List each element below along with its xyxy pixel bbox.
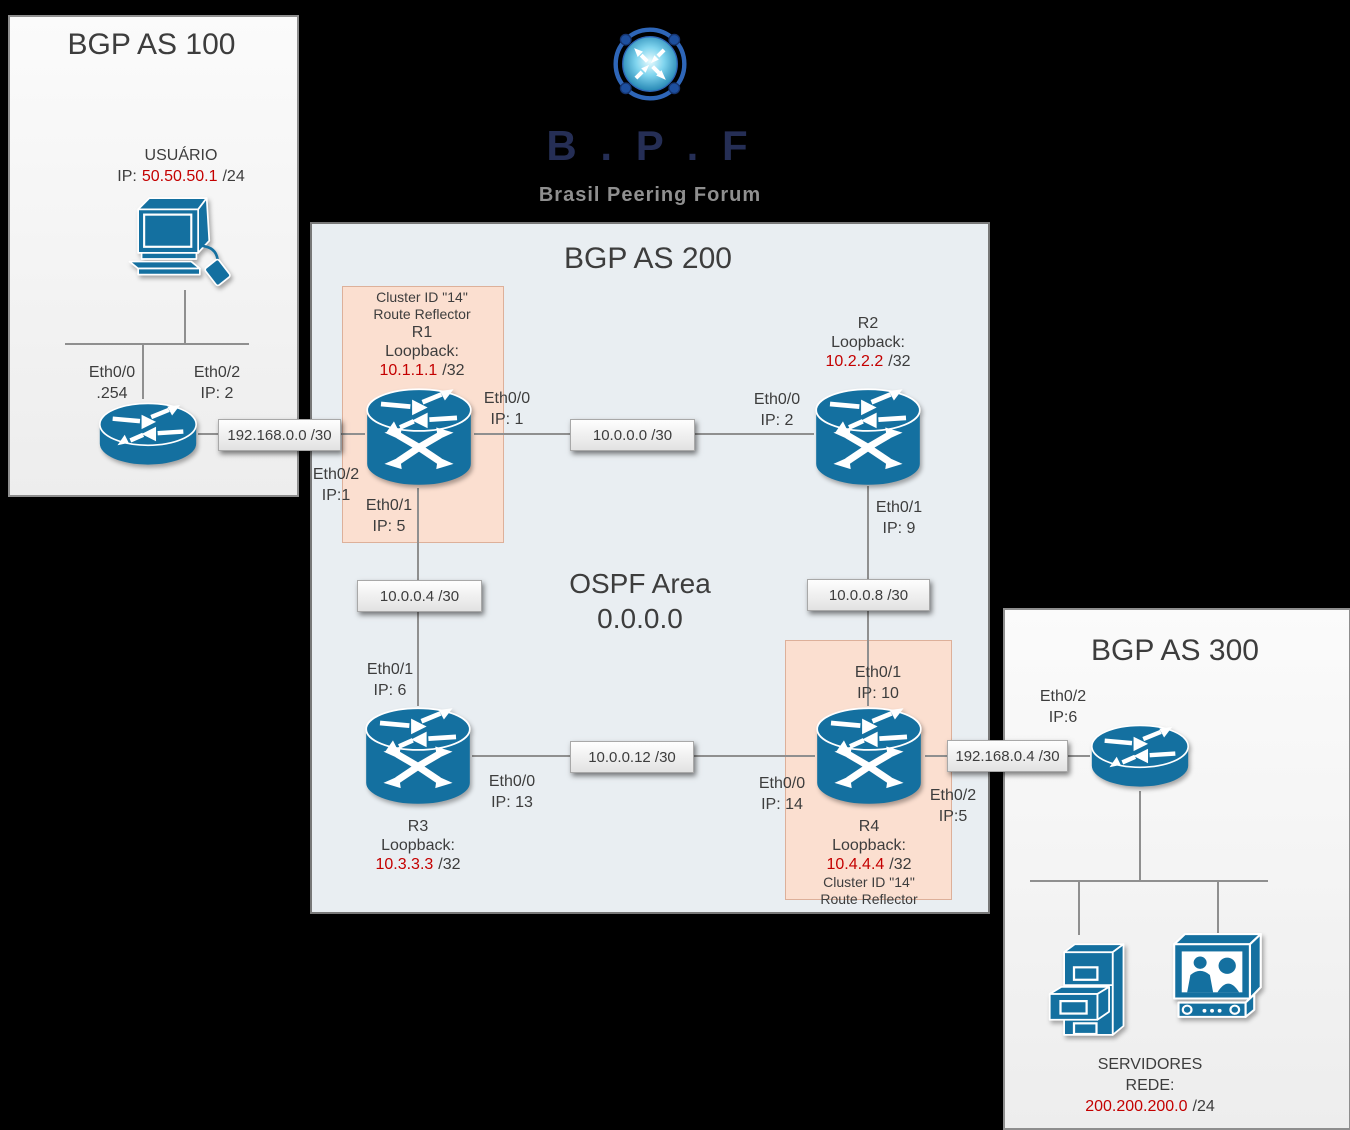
usuario-name: USUÁRIO — [144, 147, 218, 164]
r1-port-eth02: Eth0/2 IP:1 — [312, 466, 360, 504]
r4-switch-icon — [812, 703, 926, 809]
as100-router-drop-line — [142, 343, 144, 399]
r1-switch-icon — [362, 384, 476, 490]
as100-port-eth02: Eth0/2 IP: 2 — [193, 364, 241, 402]
usuario-ip: IP: 50.50.50.1 /24 — [117, 168, 245, 185]
as100-title: BGP AS 100 — [67, 28, 236, 61]
r4-loopback-ip: 10.4.4.4 /32 — [826, 856, 912, 873]
link-label-10-0-0-0: 10.0.0.0 /30 — [570, 419, 695, 451]
r4-port-eth00: Eth0/0 IP: 14 — [758, 775, 806, 813]
as100-lan-segment-line — [65, 343, 249, 345]
r1-info: Cluster ID "14" Route Reflector R1 Loopb… — [342, 289, 502, 380]
tv-server-icon — [1173, 932, 1262, 1018]
as100-port-eth00: Eth0/0 .254 — [88, 364, 136, 402]
as300-router-drop-line — [1139, 791, 1141, 882]
as300-box — [1003, 608, 1350, 1130]
link-label-192-168-0-0: 192.168.0.0 /30 — [218, 419, 341, 451]
r1-port-eth01: Eth0/1 IP: 5 — [365, 497, 413, 535]
tv-server-drop-line — [1217, 880, 1219, 935]
r3-loopback-ip: 10.3.3.3 /32 — [375, 856, 461, 873]
ospf-area-label: OSPF Area 0.0.0.0 — [569, 568, 711, 634]
bpf-logo-icon — [606, 20, 694, 108]
r2-switch-icon — [811, 384, 925, 490]
r2-port-eth01: Eth0/1 IP: 9 — [875, 499, 923, 537]
file-server-icon — [1048, 943, 1125, 1037]
as300-port-eth02: Eth0/2 IP:6 — [1039, 688, 1087, 726]
r3-switch-icon — [361, 703, 475, 809]
link-label-192-168-0-4: 192.168.0.4 /30 — [947, 740, 1068, 772]
r4-port-eth01: Eth0/1 IP: 10 — [854, 664, 902, 702]
as300-router-icon — [1087, 719, 1193, 793]
r3-port-eth00: Eth0/0 IP: 13 — [488, 773, 536, 811]
r3-info: R3 Loopback: 10.3.3.3 /32 — [338, 817, 498, 874]
r4-port-eth02: Eth0/2 IP:5 — [929, 787, 977, 825]
link-label-10-0-0-4: 10.0.0.4 /30 — [357, 580, 482, 612]
r4-info: R4 Loopback: 10.4.4.4 /32 Cluster ID "14… — [789, 817, 949, 908]
file-server-drop-line — [1078, 880, 1080, 935]
r2-info: R2 Loopback: 10.2.2.2 /32 — [788, 314, 948, 371]
bpf-logo-title: B . P . F — [546, 122, 754, 169]
r1-loopback-ip: 10.1.1.1 /32 — [379, 362, 465, 379]
link-label-10-0-0-8: 10.0.0.8 /30 — [807, 579, 930, 611]
computer-icon — [128, 196, 233, 288]
servidores-ip: 200.200.200.0 /24 — [1085, 1098, 1215, 1115]
servidores-label: SERVIDORES REDE: 200.200.200.0 /24 — [1030, 1054, 1270, 1117]
as100-router-icon — [95, 397, 201, 471]
computer-drop-line — [184, 290, 186, 344]
as300-lan-segment-line — [1030, 880, 1268, 882]
link-label-10-0-0-12: 10.0.0.12 /30 — [570, 741, 694, 773]
usuario-label: USUÁRIO IP: 50.50.50.1 /24 — [81, 145, 281, 187]
as300-title: BGP AS 300 — [1091, 634, 1259, 667]
r1-port-eth00: Eth0/0 IP: 1 — [483, 390, 531, 428]
bpf-logo-subtitle: Brasil Peering Forum — [538, 184, 762, 206]
r2-port-eth00: Eth0/0 IP: 2 — [753, 391, 801, 429]
as200-title: BGP AS 200 — [564, 242, 732, 275]
r2-loopback-ip: 10.2.2.2 /32 — [825, 353, 911, 370]
r3-port-eth01: Eth0/1 IP: 6 — [366, 661, 414, 699]
